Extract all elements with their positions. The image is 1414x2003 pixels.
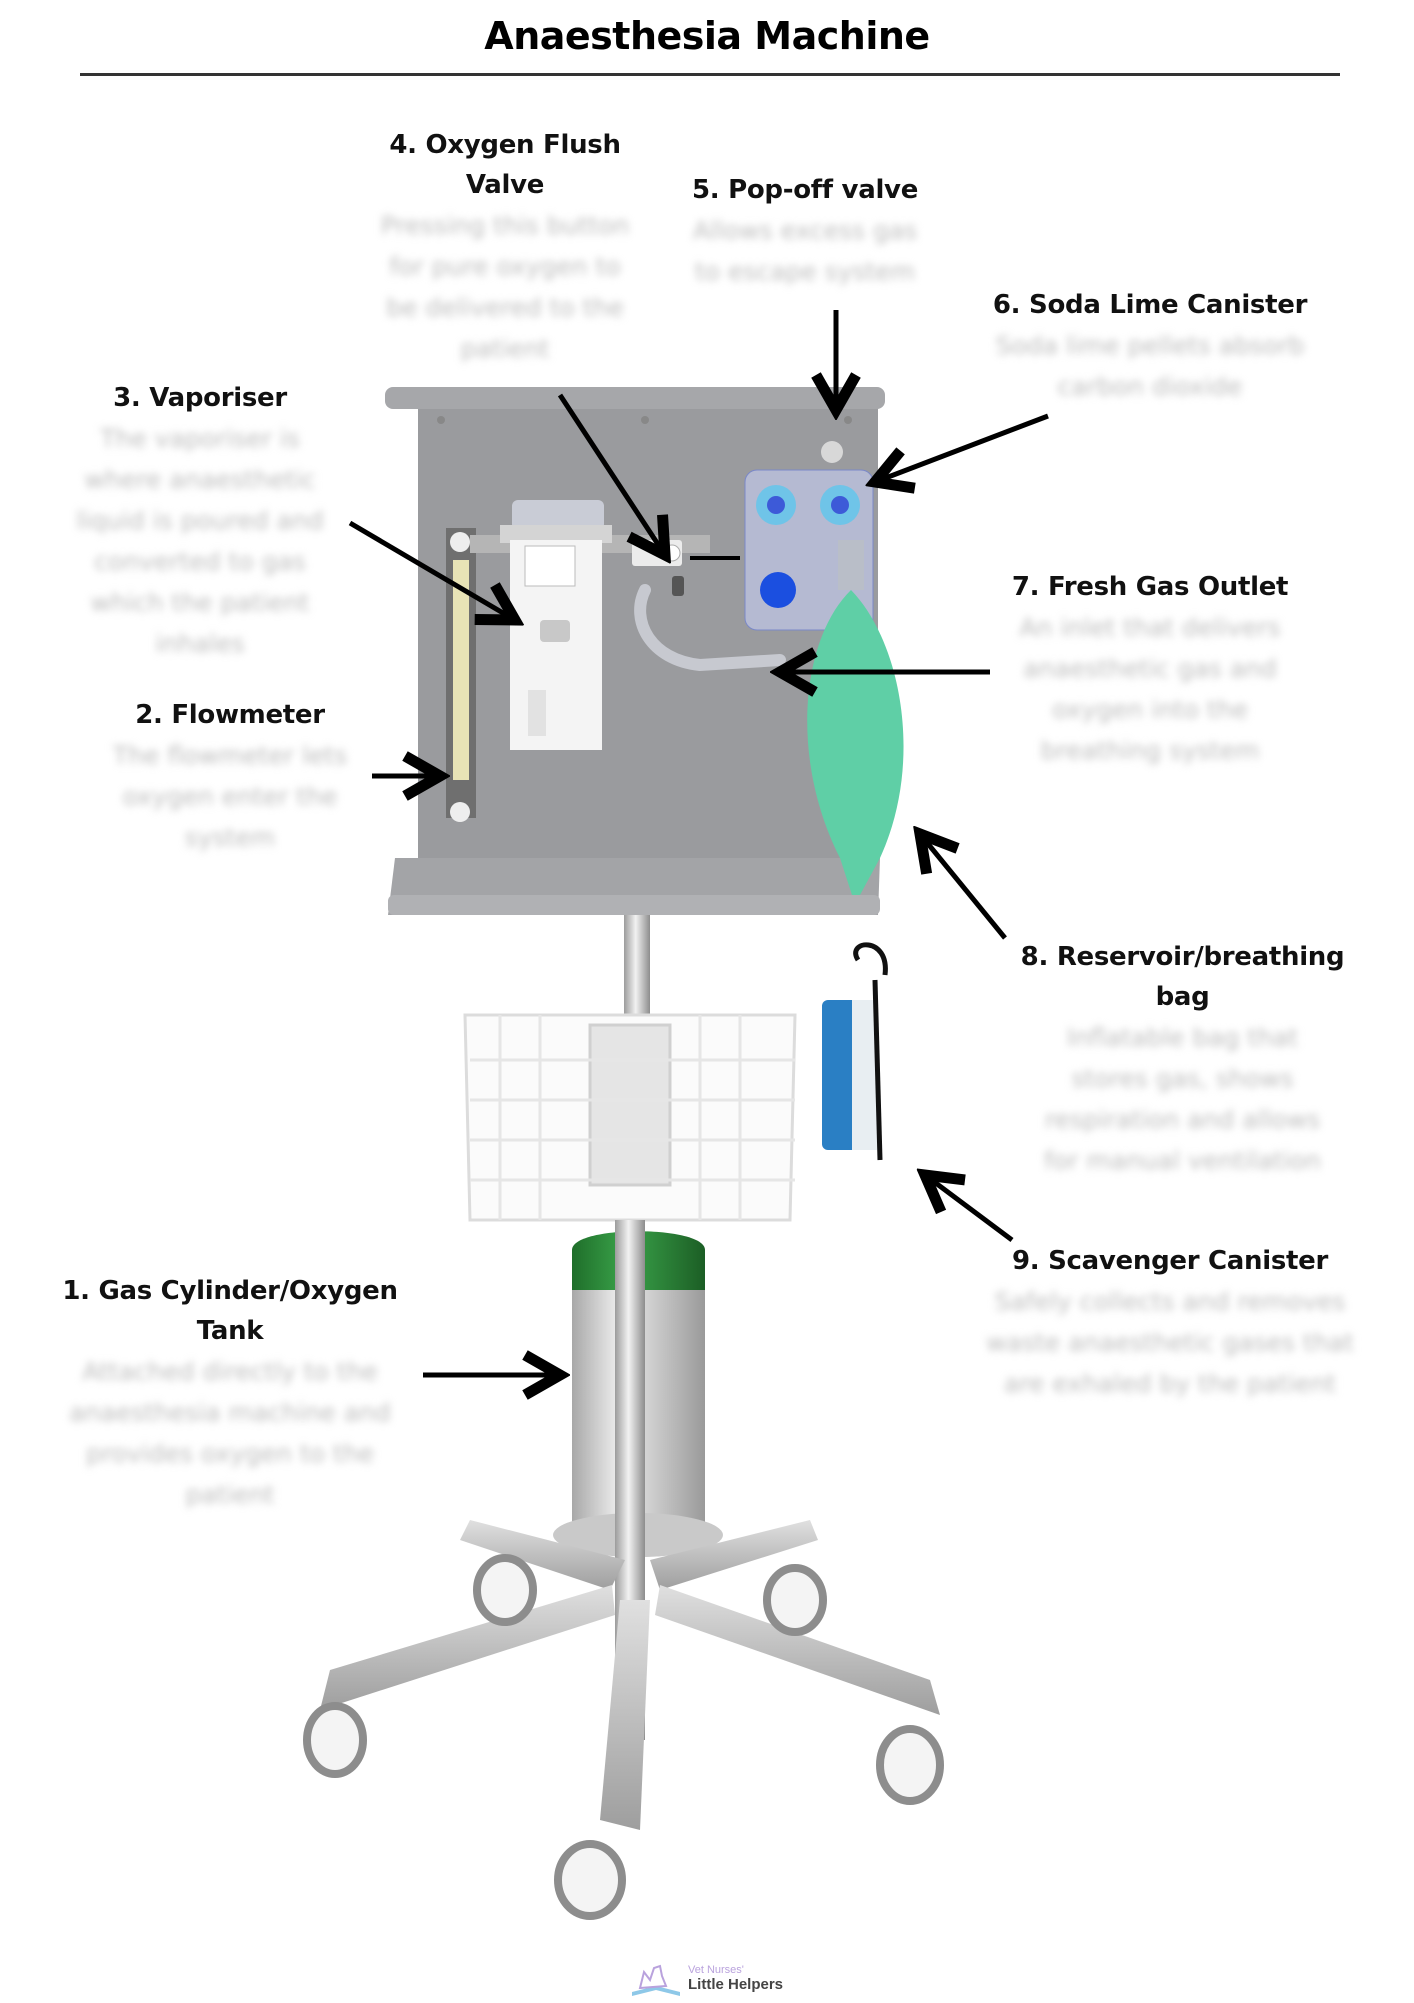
label-number: 7. [1011,572,1040,602]
logo-tagline: Vet Nurses' [688,1964,744,1976]
label-description: An inlet that delivers anaesthetic gas a… [1019,613,1281,765]
vaporiser [500,500,612,750]
basket [463,1013,797,1222]
label-title: Flowmeter [171,700,325,730]
label-pop-off-valve: 5. Pop-off valve Allows excess gas to es… [660,170,950,292]
label-title: Reservoir/breathing bag [1056,942,1345,1012]
label-title: Gas Cylinder/Oxygen Tank [98,1276,398,1346]
label-description: Soda lime pellets absorb carbon dioxide [995,331,1305,401]
label-vaporiser: 3. Vaporiser The vaporiser is where anae… [55,378,345,664]
label-fresh-gas-outlet: 7. Fresh Gas Outlet An inlet that delive… [990,567,1310,771]
label-number: 6. [992,290,1021,320]
arrow-soda-lime [875,413,1049,482]
arrow-vaporiser [348,520,515,620]
label-number: 5. [691,175,720,205]
book-logo-icon [632,1964,680,1996]
arrow-oxygen-flush [557,393,665,555]
pointer-arrows [348,310,1049,1375]
flowmeter [446,528,476,822]
label-description: Pressing this button for pure oxygen to … [380,211,630,363]
label-description: Allows excess gas to escape system [692,216,918,286]
label-number: 1. [62,1276,90,1306]
label-breathing-bag: 8. Reservoir/breathing bag Inflatable ba… [1010,937,1355,1181]
label-flowmeter: 2. Flowmeter The flowmeter lets oxygen e… [80,695,380,858]
label-scavenger-canister: 9. Scavenger Canister Safely collects an… [960,1241,1380,1404]
logo-name: Little Helpers [688,1976,784,1993]
label-title: Soda Lime Canister [1029,290,1308,320]
scavenger-canister [822,942,888,1161]
label-title: Scavenger Canister [1048,1246,1329,1276]
label-number: 8. [1020,942,1049,972]
label-gas-cylinder: 1. Gas Cylinder/Oxygen Tank Attached dir… [40,1271,420,1515]
label-number: 3. [113,383,141,413]
arrow-breathing-bag [920,834,1007,940]
label-description: Inflatable bag that stores gas, shows re… [1044,1023,1321,1175]
label-description: The flowmeter lets oxygen enter the syst… [112,741,348,852]
label-title: Pop-off valve [728,175,919,205]
caster-wheels [303,1554,944,1920]
label-soda-lime-canister: 6. Soda Lime Canister Soda lime pellets … [975,285,1325,407]
label-description: Attached directly to the anaesthesia mac… [69,1357,391,1509]
label-number: 4. [389,130,417,160]
label-description: Safely collects and removes waste anaest… [986,1287,1354,1398]
wheeled-base [320,1520,940,1830]
title-divider [80,73,1340,76]
arrow-scavenger [925,1175,1014,1243]
breathing-bag [807,540,904,895]
label-number: 9. [1011,1246,1040,1276]
label-title: Vaporiser [149,383,287,413]
label-number: 2. [135,700,163,730]
label-oxygen-flush-valve: 4. Oxygen Flush Valve Pressing this butt… [360,125,650,369]
label-description: The vaporiser is where anaesthetic liqui… [76,424,324,658]
label-title: Fresh Gas Outlet [1047,572,1289,602]
label-title: Oxygen Flush Valve [425,130,621,200]
page-title: Anaesthesia Machine [484,14,930,58]
brand-logo: Vet Nurses' Little Helpers [630,1962,790,2000]
